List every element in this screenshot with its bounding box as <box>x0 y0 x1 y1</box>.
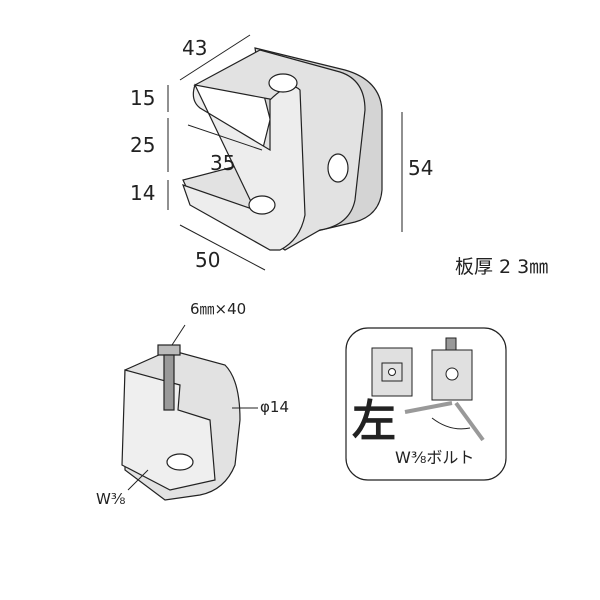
thread-size-label: W⅜ <box>96 490 126 508</box>
usage-bolt-label: W⅜ボルト <box>395 448 475 467</box>
dim-54: 54 <box>408 156 434 180</box>
direction-left-label: 左 <box>352 396 396 447</box>
bracket-assembly-illustration <box>121 344 241 501</box>
dim-15: 15 <box>130 86 156 110</box>
bolt-leader-line <box>171 324 186 346</box>
thread-leader-line <box>127 469 149 491</box>
bolt-size-label: 6㎜×40 <box>190 300 247 318</box>
bracket-top-illustration <box>182 47 383 251</box>
usage-illustration <box>371 337 485 442</box>
dim-50: 50 <box>195 248 221 272</box>
dim-35: 35 <box>210 151 236 175</box>
dim-25: 25 <box>130 133 156 157</box>
dimension-lines <box>167 34 403 271</box>
dim-14: 14 <box>130 181 156 205</box>
dim-43: 43 <box>182 36 208 60</box>
hole-diameter-label: φ14 <box>260 398 289 416</box>
plate-thickness-note: 板厚 2 3㎜ <box>455 256 549 278</box>
